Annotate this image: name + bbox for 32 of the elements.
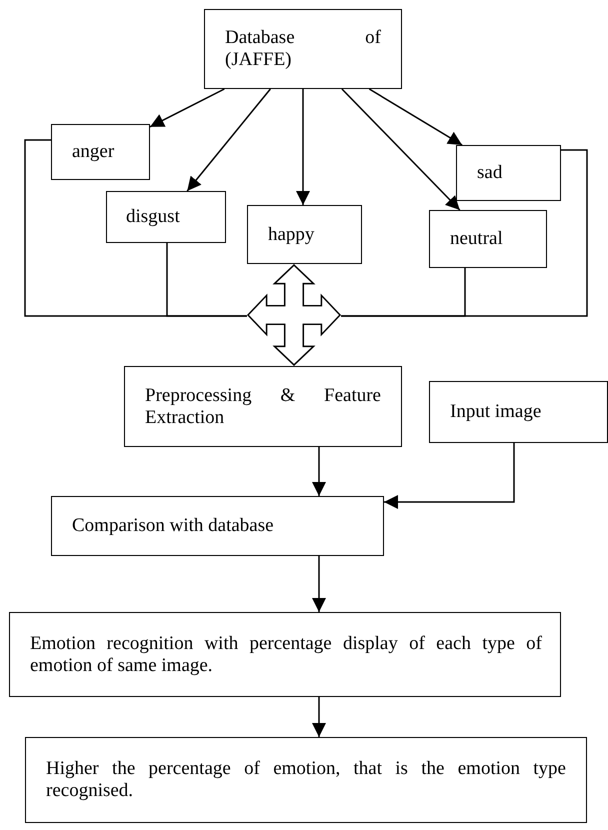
- process-box: [124, 366, 402, 447]
- arrow: [384, 443, 515, 509]
- arrow: [296, 89, 310, 205]
- process-box: [247, 205, 362, 264]
- box-label: Higher the percentage of emotion, that is the emotion type recognised.: [46, 758, 566, 802]
- arrow: [341, 88, 460, 211]
- box-label: Database of (JAFFE): [225, 27, 381, 71]
- arrow: [312, 556, 326, 612]
- process-box: [51, 496, 384, 556]
- box-label: disgust: [126, 206, 181, 228]
- process-box: [9, 612, 561, 697]
- arrow: [312, 697, 326, 737]
- box-label: Input image: [450, 401, 542, 423]
- box-label: Emotion recognition with percentage display of each type of emotion of same image.: [30, 632, 542, 676]
- process-box: [106, 191, 226, 243]
- box-label: Comparison with database: [72, 515, 275, 537]
- arrow: [186, 88, 271, 192]
- arrow: [312, 447, 326, 496]
- process-box: [456, 145, 561, 201]
- box-label: sad: [477, 162, 504, 184]
- arrow: [368, 88, 462, 146]
- process-box: [204, 9, 402, 89]
- box-label: neutral: [450, 228, 504, 250]
- box-label: Preprocessing & Feature Extraction: [145, 384, 381, 428]
- process-box: [429, 381, 608, 443]
- arrow: [150, 88, 225, 128]
- process-box: [25, 737, 587, 823]
- box-label: happy: [268, 224, 316, 246]
- four-way-arrow-shape: [247, 264, 341, 366]
- box-label: anger: [72, 141, 116, 163]
- process-box: [51, 124, 150, 180]
- process-box: [429, 210, 547, 268]
